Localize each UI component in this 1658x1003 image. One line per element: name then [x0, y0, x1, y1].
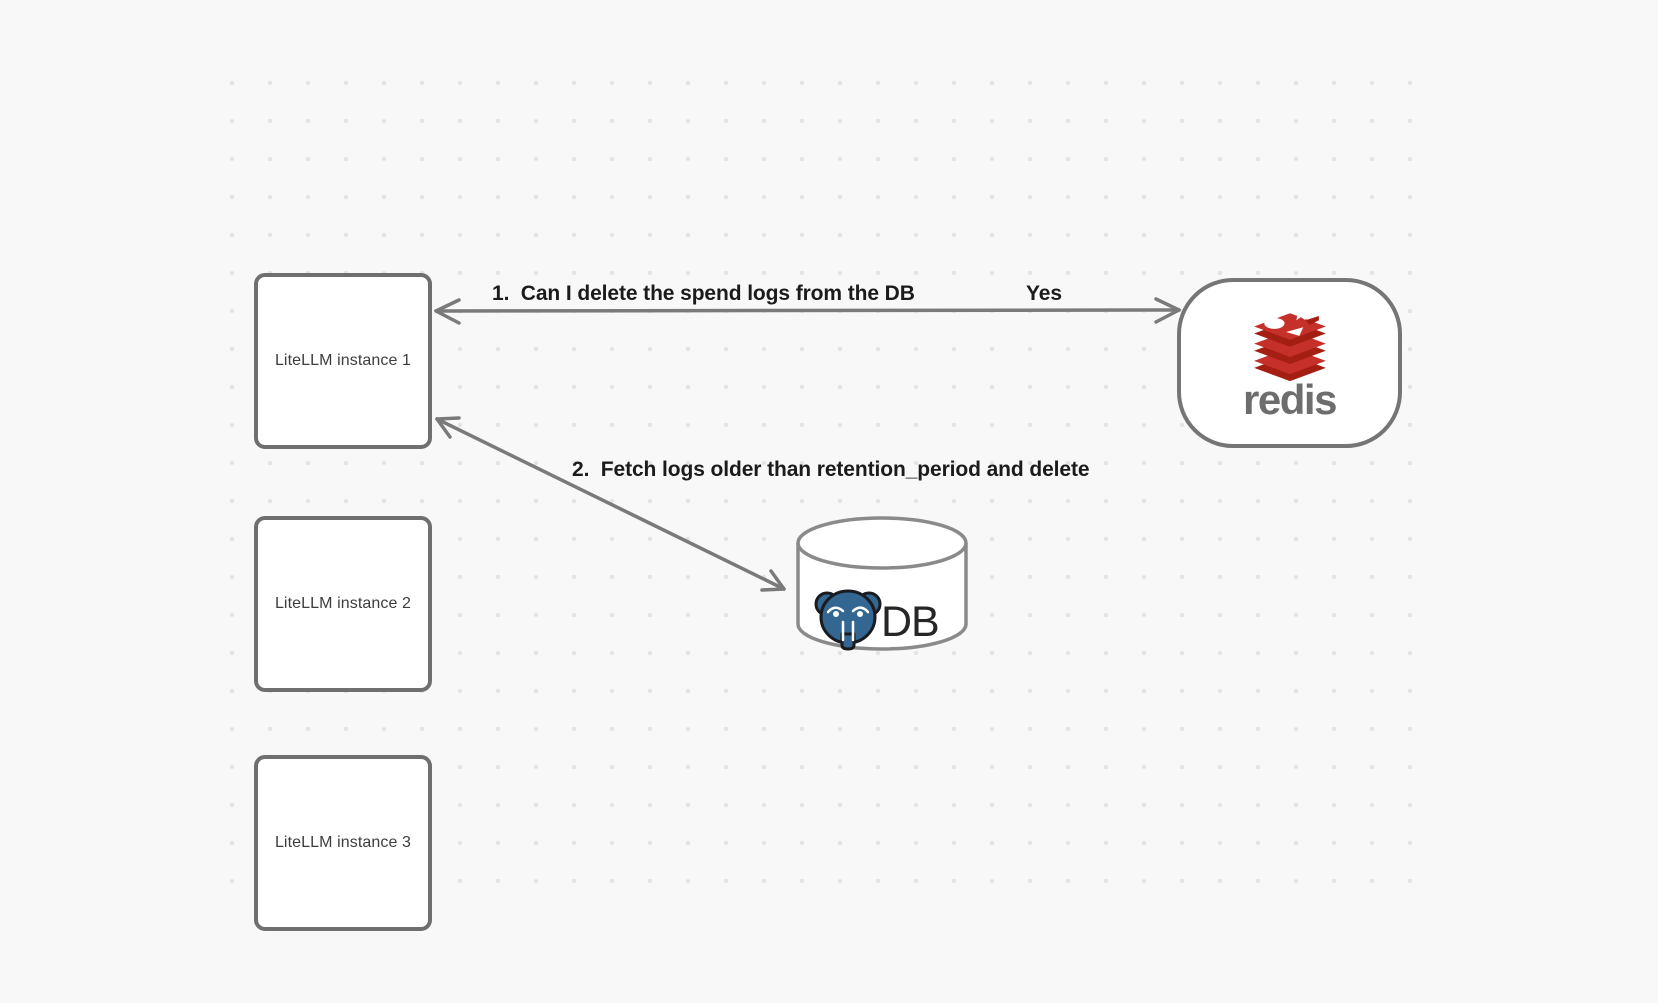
node-label: LiteLLM instance 2	[274, 595, 412, 612]
arrow-litellm-db[interactable]	[435, 416, 786, 592]
redis-wordmark: redis	[1243, 376, 1337, 423]
postgresql-elephant-icon	[814, 589, 882, 651]
arrow-litellm-redis[interactable]	[434, 297, 1181, 325]
node-litellm-instance-2[interactable]: LiteLLM instance 2	[254, 516, 432, 692]
node-label: LiteLLM instance 3	[274, 834, 412, 851]
node-litellm-instance-1[interactable]: LiteLLM instance 1	[254, 273, 432, 449]
edge-label-db-action[interactable]: 2. Fetch logs older than retention_perio…	[572, 458, 1090, 481]
edge-label-redis-query[interactable]: 1. Can I delete the spend logs from the …	[492, 282, 915, 305]
node-redis[interactable]: redis	[1177, 278, 1402, 448]
redis-stack-icon	[1253, 306, 1326, 382]
node-litellm-instance-3[interactable]: LiteLLM instance 3	[254, 755, 432, 931]
database-label: DB	[881, 598, 940, 646]
edge-label-redis-reply[interactable]: Yes	[1026, 282, 1062, 305]
node-label: LiteLLM instance 1	[274, 352, 412, 369]
